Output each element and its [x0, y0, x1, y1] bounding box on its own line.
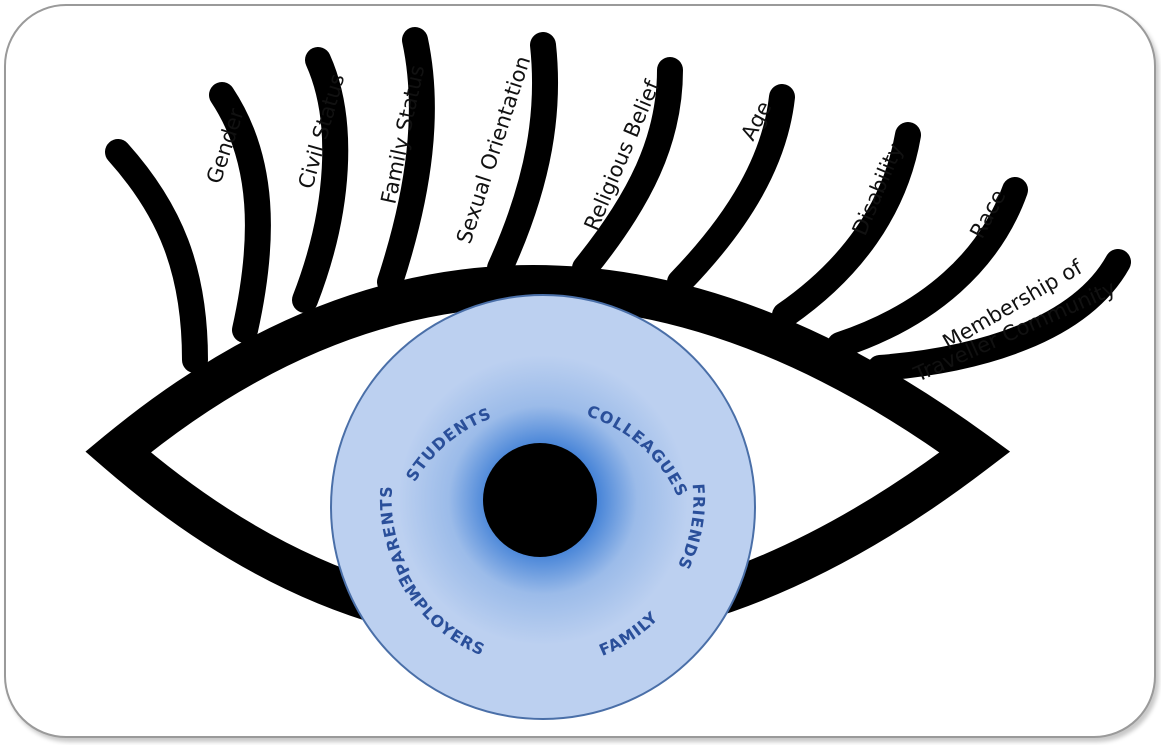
lash-gender [118, 152, 195, 360]
pupil [483, 443, 597, 557]
